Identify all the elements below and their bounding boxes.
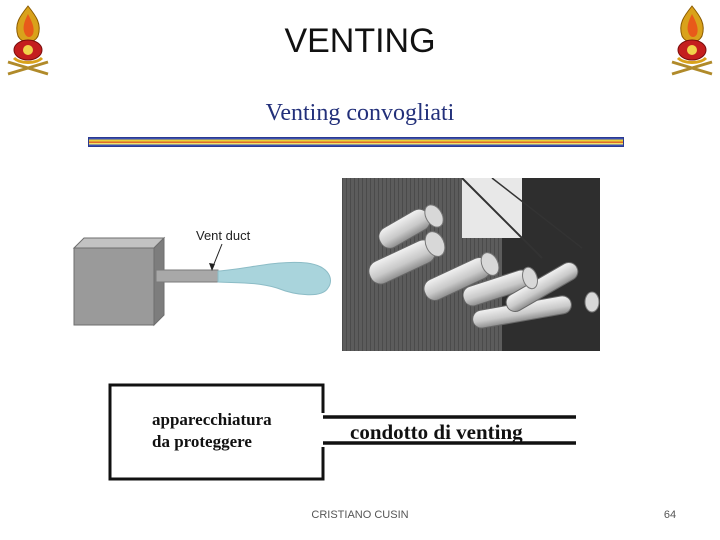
vent-duct-label: Vent duct <box>196 228 250 243</box>
slide-subtitle: Venting convogliati <box>0 100 720 127</box>
footer-author: CRISTIANO CUSIN <box>0 509 720 521</box>
page-number: 64 <box>650 509 690 521</box>
slide-title: VENTING <box>0 22 720 61</box>
equipment-label-line2: da proteggere <box>152 432 252 452</box>
venting-duct-label: condotto di venting <box>350 420 523 445</box>
vent-ducts-photo-icon <box>342 178 600 351</box>
vent-duct-diagram-icon <box>72 236 334 328</box>
decorative-separator <box>88 137 624 147</box>
equipment-label-line1: apparecchiatura <box>152 410 272 430</box>
